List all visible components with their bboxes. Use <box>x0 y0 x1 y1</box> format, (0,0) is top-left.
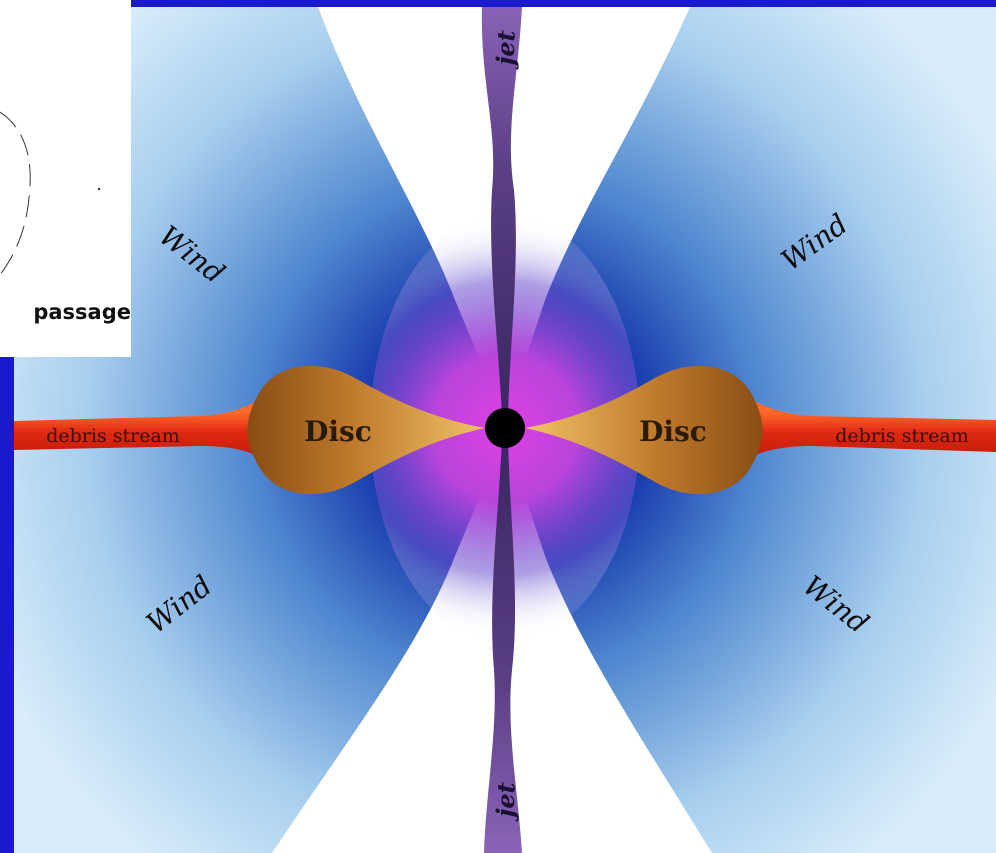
label-jet-bottom: jet <box>490 782 520 822</box>
orbit-point <box>97 187 101 191</box>
jet-bottom <box>484 440 522 853</box>
disc-right <box>525 365 763 495</box>
debris-stream-right <box>748 398 996 458</box>
label-disc-right: Disc <box>639 415 707 448</box>
label-debris-stream-left: debris stream <box>46 425 180 447</box>
debris-stream-left <box>14 398 262 458</box>
inset-orbit-sketch <box>0 111 101 276</box>
inset-panel: passage <box>0 0 131 357</box>
jet-top <box>481 7 522 415</box>
disc-left <box>247 365 485 495</box>
label-jet-top: jet <box>490 30 520 70</box>
inset-caption: passage <box>33 300 131 324</box>
label-disc-left: Disc <box>304 415 372 448</box>
label-debris-stream-right: debris stream <box>835 425 969 447</box>
black-hole <box>485 408 525 448</box>
funnel-opening <box>272 7 712 853</box>
orbit-dashed-curve <box>0 111 31 276</box>
